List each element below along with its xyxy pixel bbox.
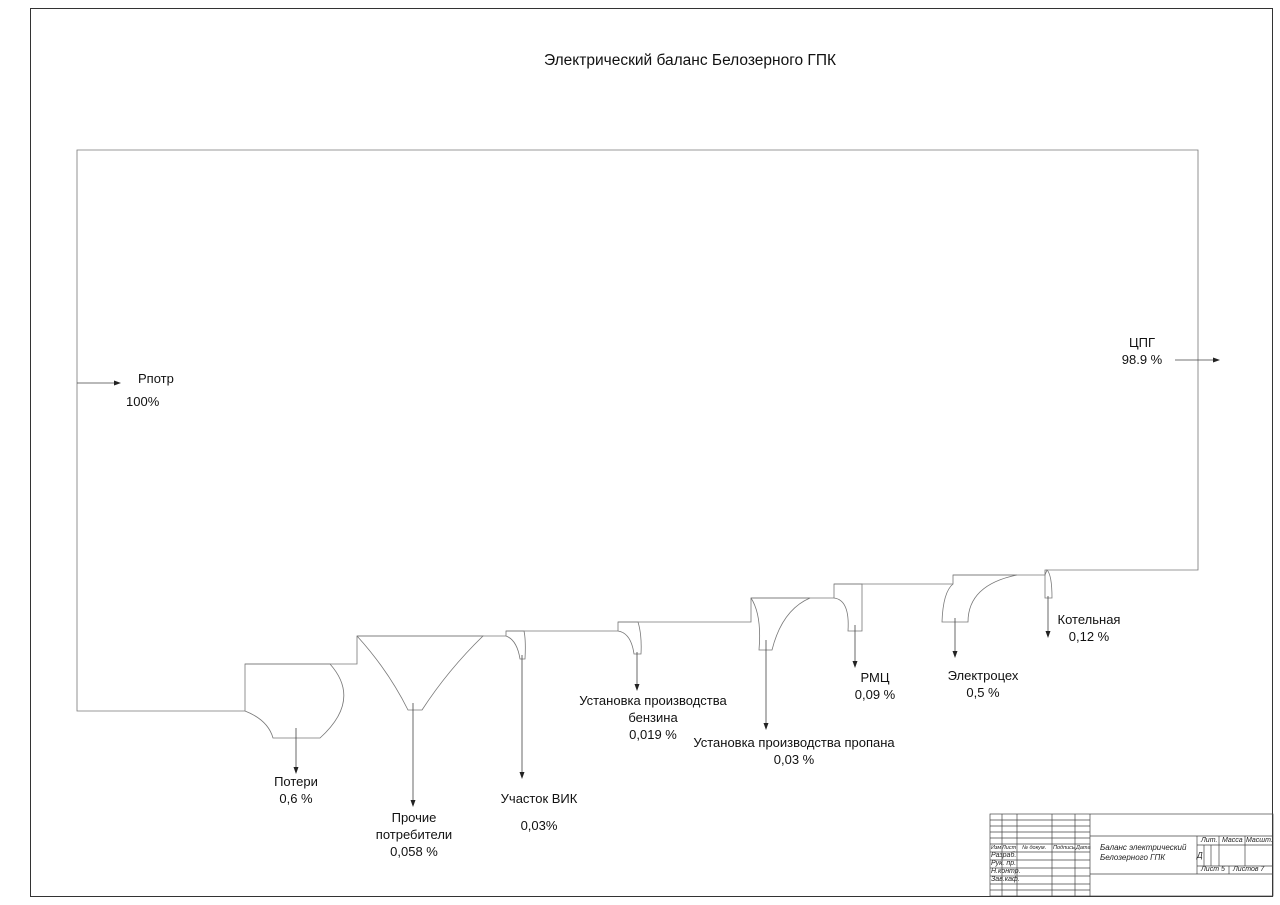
output-label: ЦПГ 98.9 % <box>1112 334 1172 368</box>
output-value: 98.9 % <box>1121 352 1163 367</box>
input-label: Pпотр <box>126 370 186 387</box>
branch-name: Прочие <box>391 810 437 825</box>
stamp-scale-label: Масшт. <box>1246 837 1273 844</box>
sheet-frame <box>30 8 1273 897</box>
branch-band-elektrotseh <box>941 574 1018 623</box>
branch-band-prochie <box>356 635 484 711</box>
branch-band-vik <box>505 630 526 660</box>
stamp-sheets: Листов 7 <box>1233 866 1265 873</box>
branch-value: 0,03% <box>520 818 558 833</box>
branch-value: 0,09 % <box>854 687 896 702</box>
stamp-lit-value: Д <box>1197 851 1203 860</box>
branch-label-benzin: Установка производства бензина 0,019 % <box>573 692 733 743</box>
input-value: 100% <box>126 394 160 409</box>
stamp-col-list: Лист <box>1002 845 1017 851</box>
stamp-col-doc: № докум. <box>1022 845 1047 851</box>
branch-name: бензина <box>628 710 678 725</box>
main-band-outline <box>76 149 1199 712</box>
stamp-row-nkontr: Н.контр. <box>991 868 1021 875</box>
sankey-flow <box>76 149 1199 739</box>
branch-band-rmts <box>833 583 863 632</box>
branch-label-kotelnaya: Котельная 0,12 % <box>1049 611 1129 645</box>
branch-name: Электроцех <box>947 668 1019 683</box>
stamp-lit-label: Лит. <box>1201 837 1218 844</box>
branch-name: РМЦ <box>860 670 890 685</box>
stamp-row-razrab: Разраб. <box>991 852 1017 859</box>
branch-value: 0,019 % <box>629 727 677 742</box>
stamp-doc-title-1: Баланс электрический <box>1100 843 1187 852</box>
stamp-mass-label: Масса <box>1222 837 1243 844</box>
stamp-row-ruk: Рук. пр. <box>991 860 1017 867</box>
stamp-col-izm: Изм <box>991 845 1002 851</box>
output-name: ЦПГ <box>1129 335 1155 350</box>
branch-label-propan: Установка производства пропана 0,03 % <box>688 734 900 768</box>
branch-name: Потери <box>274 774 318 789</box>
stamp-row-zavkaf: Зав.каф. <box>991 876 1020 883</box>
stamp-doc-title-2: Белозерного ГПК <box>1100 853 1166 862</box>
branch-band-propan <box>750 597 811 651</box>
branch-name: Котельная <box>1057 612 1121 627</box>
branch-name: Установка производства <box>579 693 727 708</box>
branch-name: Участок ВИК <box>500 791 578 806</box>
branch-label-poteri: Потери 0,6 % <box>256 773 336 807</box>
branch-value: 0,5 % <box>966 685 1000 700</box>
branch-label-prochie: Прочие потребители 0,058 % <box>364 809 464 860</box>
stamp-col-sign: Подпись <box>1053 845 1075 851</box>
branch-label-vik: Участок ВИК 0,03% <box>489 790 589 834</box>
diagram-title: Электрический баланс Белозерного ГПК <box>544 52 836 69</box>
branch-value: 0,03 % <box>773 752 815 767</box>
branch-band-benzin <box>617 621 642 655</box>
branch-name: потребители <box>375 827 453 842</box>
input-name: Pпотр <box>138 371 174 386</box>
branch-band-kotelnaya <box>1044 569 1053 599</box>
branch-value: 0,12 % <box>1068 629 1110 644</box>
flow-arrows <box>77 357 1220 807</box>
branch-value: 0,058 % <box>390 844 438 859</box>
branch-name: Установка производства пропана <box>693 735 895 750</box>
stamp-sheet: Лист 5 <box>1201 866 1225 873</box>
stamp-col-date: Дата <box>1076 845 1091 851</box>
branch-value: 0,6 % <box>279 791 313 806</box>
branch-band-poteri <box>244 663 345 739</box>
branch-label-elektrotseh: Электроцех 0,5 % <box>940 667 1026 701</box>
branch-label-rmts: РМЦ 0,09 % <box>845 669 905 703</box>
title-block <box>989 813 1274 897</box>
